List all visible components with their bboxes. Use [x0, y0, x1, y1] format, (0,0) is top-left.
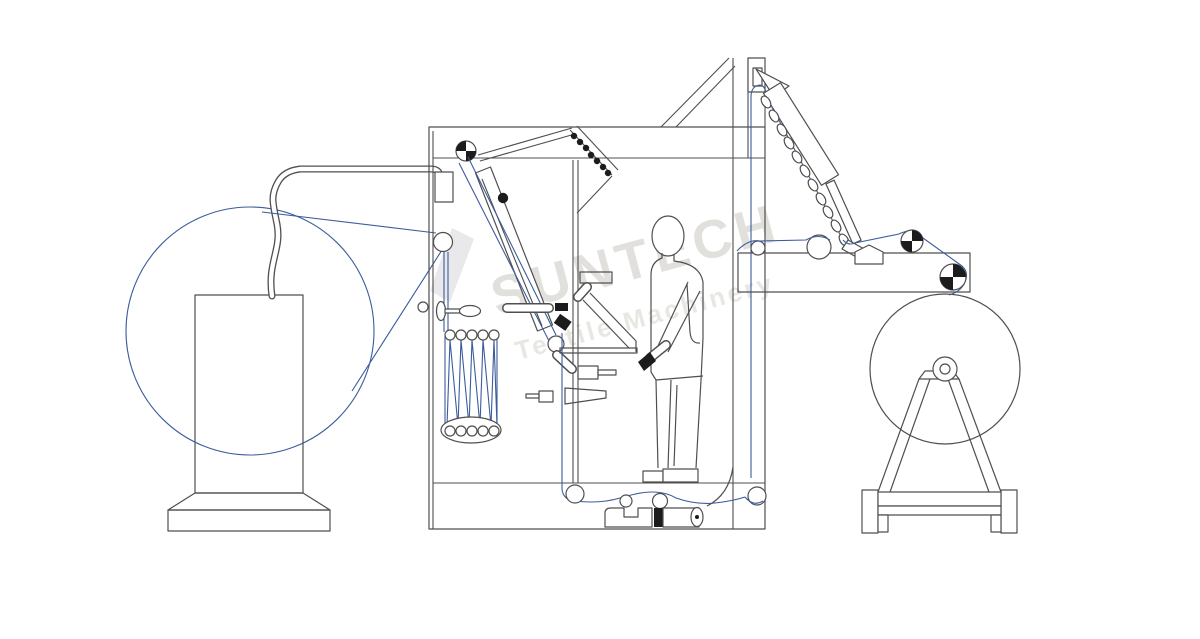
operator-legs: [650, 337, 704, 469]
pedestal-column: [194, 294, 304, 494]
console-plate: [564, 387, 607, 405]
a-frame: [877, 370, 1002, 493]
floor-roller-right: [747, 486, 767, 506]
operator-head: [651, 215, 685, 257]
diagonal-brace-a: [660, 57, 730, 128]
beam-roller-large: [806, 234, 832, 260]
tilted-block: [553, 313, 572, 331]
fabric-wrap-right: [744, 496, 764, 504]
drum-hub-inner: [939, 363, 951, 375]
operator-shoe-right: [662, 468, 699, 483]
feed-ramp-a: [477, 127, 573, 156]
wall-knob: [417, 301, 429, 313]
exit-beam: [736, 229, 971, 296]
registration-roller-1: [455, 140, 477, 162]
trestle-base: [861, 489, 1018, 534]
batch-cylinder-dot: [695, 515, 699, 519]
handle-disc: [435, 300, 447, 322]
floor-roller-left: [565, 484, 585, 504]
handle-rod: [444, 308, 462, 314]
plait-top-rollers: [444, 329, 500, 341]
roll-stand: [125, 165, 444, 532]
chute-pivot-dot: [497, 192, 509, 204]
feed-tube: [268, 166, 443, 299]
operator-torso: [650, 253, 704, 372]
center-console: [502, 271, 638, 502]
pedestal-flare: [167, 492, 331, 511]
registration-roller-2: [900, 229, 924, 253]
registration-roller-3: [939, 263, 967, 291]
floor-roller-small: [619, 494, 633, 508]
fabric-rise-tower: [750, 84, 767, 478]
console-shelf: [559, 347, 638, 354]
fabric-beam-entry: [736, 235, 831, 252]
floor-roller-mid: [651, 492, 669, 510]
side-box: [538, 390, 554, 403]
winder: [861, 293, 1021, 534]
diagonal-brace-b: [675, 65, 736, 128]
hand-tool-tip: [638, 352, 656, 371]
entry-roller: [432, 231, 454, 253]
operator-reaching-arm: [657, 281, 701, 353]
plait-zigzag: [446, 339, 498, 427]
operator-far-arm: [686, 283, 701, 344]
plait-bottom-rollers: [444, 425, 500, 437]
scissor-plaiter: [440, 329, 502, 444]
fabric-floor-run: [574, 491, 746, 504]
machine-frame: [428, 57, 766, 530]
beam-mount-box: [854, 244, 884, 265]
fabric-fold-curve: [706, 466, 734, 507]
handle-grip: [458, 304, 482, 318]
spiral-thread: [760, 95, 850, 247]
batch-black-bar: [654, 508, 663, 527]
feed-section: [417, 125, 619, 342]
feed-tube-outer: [267, 165, 444, 300]
notched-plate: [604, 507, 653, 528]
bar-end-block: [555, 303, 568, 311]
fabric-roll: [125, 206, 375, 456]
wall-box: [434, 171, 454, 203]
floor-rollers: [565, 466, 767, 528]
perforation-dots: [570, 132, 612, 177]
expander-cylinder: [762, 82, 840, 186]
fabric-tangent-lower: [351, 249, 443, 392]
feed-ramp-b: [479, 133, 576, 162]
operator: [638, 215, 704, 483]
partition-bracket: [579, 271, 613, 284]
beam-body: [737, 252, 971, 293]
perforation-strip-b: [576, 125, 619, 171]
console-rod: [597, 369, 617, 376]
side-rod: [525, 393, 540, 399]
pedestal-base: [167, 509, 331, 532]
frame-outer: [428, 126, 766, 530]
beam-roller-small: [750, 240, 766, 256]
operator-shoe-left: [642, 470, 664, 483]
watermark-logo-swoosh: [430, 228, 474, 302]
winding-drum: [869, 293, 1021, 445]
tower-and-expander: [750, 68, 867, 478]
fabric-tangent-upper: [261, 211, 437, 234]
console-box: [577, 365, 599, 380]
deflector-line: [576, 175, 613, 214]
chute-inner-line: [481, 178, 543, 327]
